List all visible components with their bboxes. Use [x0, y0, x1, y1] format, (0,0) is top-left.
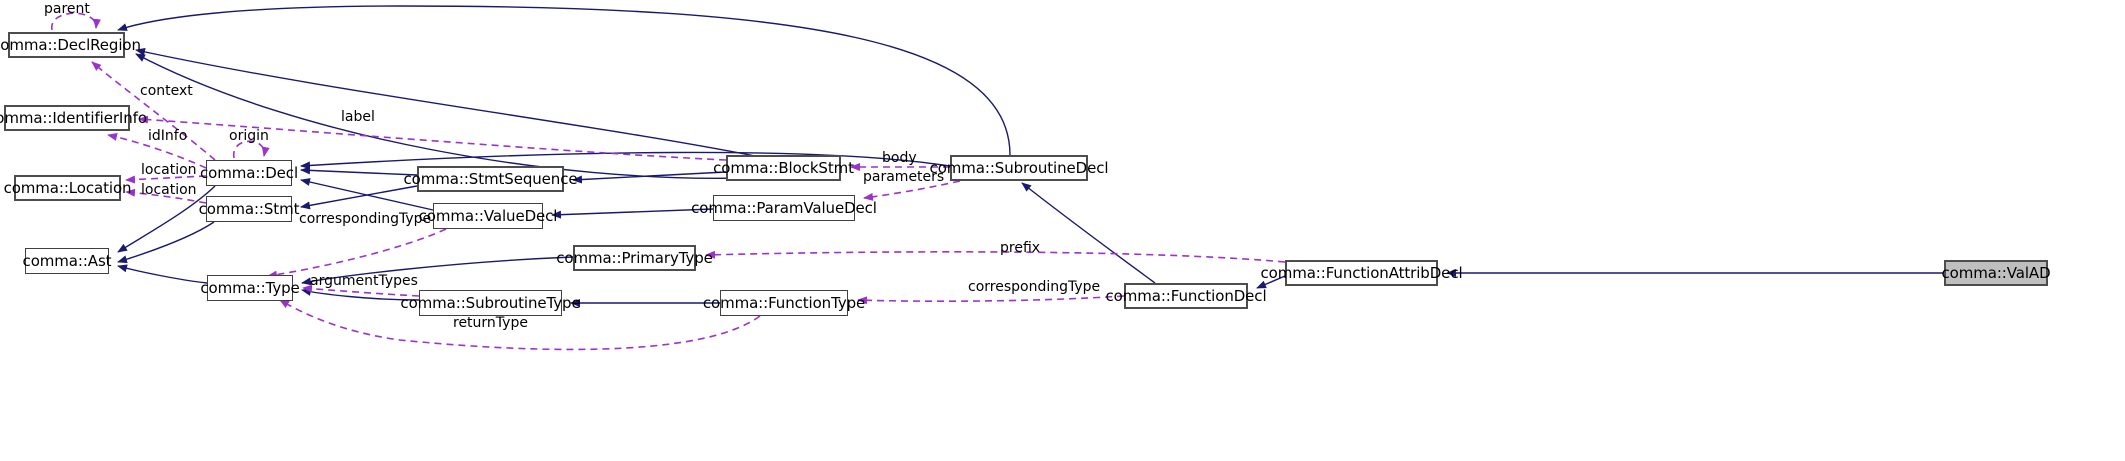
- edge-label-correspondingtype-functiondecl: correspondingType: [968, 279, 1101, 295]
- node-label: comma::FunctionDecl: [1105, 286, 1267, 305]
- edge-label-argumenttypes: argumentTypes: [310, 273, 418, 289]
- node-label: comma::DeclRegion: [0, 35, 141, 54]
- node-label: comma::PrimaryType: [556, 248, 713, 267]
- edge-blockstmt-declregion: [135, 47, 761, 158]
- edge-blockstmt-stmtsequence: [572, 171, 727, 184]
- edge-valuedecl-correspondingtype-type: [267, 228, 447, 279]
- edge-functiondecl-subroutinedecl: [1021, 182, 1156, 284]
- node-label: comma::Location: [3, 178, 132, 197]
- edge-decl-ast: [117, 185, 216, 253]
- edge-subroutinedecl-parameters-paramvaluedecl: [863, 180, 961, 201]
- node-label: comma::BlockStmt: [713, 158, 854, 177]
- edge-label-origin: origin: [229, 128, 269, 144]
- node-label: comma::Type: [200, 278, 300, 297]
- node-label: comma::Stmt: [198, 199, 300, 218]
- node-comma-blockstmt[interactable]: comma::BlockStmt: [713, 155, 854, 181]
- edge-subroutinetype-argumenttypes-type: [302, 284, 420, 297]
- node-comma-stmt[interactable]: comma::Stmt: [199, 196, 299, 222]
- edge-label-parameters: parameters: [863, 169, 945, 185]
- edge-subroutinedecl-decl: [300, 151, 951, 170]
- node-comma-primarytype[interactable]: comma::PrimaryType: [556, 245, 713, 271]
- node-label: comma::StmtSequence: [403, 169, 578, 188]
- node-label: comma::FunctionAttribDecl: [1260, 263, 1463, 282]
- edge-primarytype-type: [301, 256, 574, 286]
- node-label: comma::IdentifierInfo: [0, 108, 147, 127]
- edge-decl-idinfo: [107, 133, 207, 169]
- edge-subroutinedecl-declregion-top: [117, 5, 1011, 156]
- edge-label-location-stmt: location: [141, 182, 197, 198]
- node-label: comma::ValAD: [1941, 263, 2051, 282]
- edge-stmt-location: [125, 188, 207, 204]
- node-comma-ast[interactable]: comma::Ast: [22, 248, 112, 274]
- edge-label-idinfo: idInfo: [148, 128, 188, 144]
- node-label: comma::ParamValueDecl: [691, 198, 877, 217]
- edge-functiondecl-correspondingtype-functiontype: [857, 295, 1125, 305]
- edge-paramvaluedecl-valuedecl: [551, 208, 714, 219]
- node-comma-decl[interactable]: comma::Decl: [200, 160, 298, 186]
- edge-stmtsequence-decl: [300, 166, 418, 176]
- node-comma-paramvaluedecl[interactable]: comma::ParamValueDecl: [691, 195, 877, 221]
- node-label: comma::SubroutineType: [400, 293, 581, 312]
- edge-decl-location: [125, 175, 207, 184]
- edge-label-correspondingtype-valuedecl: correspondingType: [299, 211, 432, 227]
- edge-label-parent: parent: [44, 1, 90, 17]
- edge-stmtsequence-declregion: [135, 53, 741, 179]
- edge-label-returntype: returnType: [453, 315, 528, 331]
- node-label: comma::Ast: [22, 251, 112, 270]
- node-comma-functiondecl[interactable]: comma::FunctionDecl: [1105, 283, 1267, 309]
- edge-stmt-ast: [117, 221, 215, 264]
- node-comma-type[interactable]: comma::Type: [200, 275, 300, 301]
- edge-label-label: label: [341, 109, 375, 125]
- edge-functionattribdecl-functiondecl: [1256, 275, 1286, 289]
- node-label: comma::ValueDecl: [418, 206, 558, 225]
- node-comma-declregion[interactable]: comma::DeclRegion: [0, 32, 141, 58]
- node-comma-subroutinedecl[interactable]: comma::SubroutineDecl: [930, 155, 1109, 181]
- edge-functionattribdecl-prefix-primarytype: [705, 250, 1286, 263]
- node-label: comma::SubroutineDecl: [929, 158, 1109, 177]
- node-comma-valuedecl[interactable]: comma::ValueDecl: [419, 203, 557, 229]
- node-comma-location[interactable]: comma::Location: [4, 175, 132, 201]
- node-comma-subroutinetype[interactable]: comma::SubroutineType: [400, 290, 581, 316]
- node-comma-identifierinfo[interactable]: comma::IdentifierInfo: [0, 105, 147, 131]
- node-label: comma::Decl: [199, 163, 299, 182]
- edge-label-context: context: [140, 83, 193, 99]
- edge-label-location-decl: location: [141, 162, 197, 178]
- node-label: comma::FunctionType: [702, 293, 866, 312]
- edge-decl-context-declregion: [91, 61, 216, 161]
- edge-label-body: body: [882, 150, 917, 166]
- node-comma-functionattribdecl[interactable]: comma::FunctionAttribDecl: [1260, 260, 1463, 286]
- usage-edges: [51, 12, 1286, 351]
- edge-label-prefix: prefix: [1000, 240, 1041, 256]
- edge-declregion-parent-self: [51, 12, 101, 31]
- node-comma-functiontype[interactable]: comma::FunctionType: [703, 290, 865, 316]
- node-comma-stmtsequence[interactable]: comma::StmtSequence: [404, 166, 578, 192]
- edge-decl-origin-self: [233, 140, 270, 159]
- edge-stmtsequence-stmt: [300, 185, 418, 210]
- edge-blockstmt-label-identifierinfo: [138, 115, 727, 161]
- node-comma-valad[interactable]: comma::ValAD: [1941, 260, 2051, 286]
- edge-valuedecl-decl: [300, 178, 434, 211]
- edge-type-ast: [117, 264, 208, 284]
